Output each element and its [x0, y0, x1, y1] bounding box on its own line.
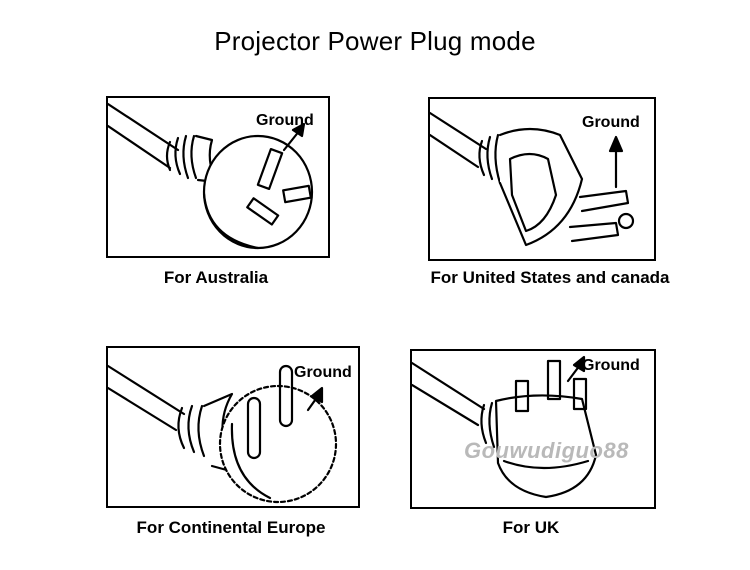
us-plug-drawing: [430, 111, 635, 247]
watermark: Gouwudiguo88: [464, 438, 629, 463]
ground-label: Ground: [582, 357, 640, 374]
ground-label: Ground: [294, 364, 352, 381]
ground-label: Ground: [256, 112, 314, 129]
caption-us: For United States and canada: [430, 268, 670, 287]
ground-label: Ground: [582, 114, 640, 131]
plug-panel-us: Ground: [428, 97, 656, 261]
page-title: Projector Power Plug mode: [214, 26, 536, 56]
plug-panel-europe: Ground: [106, 346, 360, 508]
australia-plug-drawing: [108, 102, 314, 250]
caption-uk: For UK: [502, 518, 560, 537]
plug-panel-australia: Ground: [106, 96, 330, 258]
caption-australia: For Australia: [163, 268, 269, 287]
caption-europe: For Continental Europe: [136, 518, 326, 537]
europe-plug-drawing: [108, 364, 338, 504]
uk-plug-drawing: [412, 355, 598, 499]
plug-panel-uk: Ground: [410, 349, 656, 509]
